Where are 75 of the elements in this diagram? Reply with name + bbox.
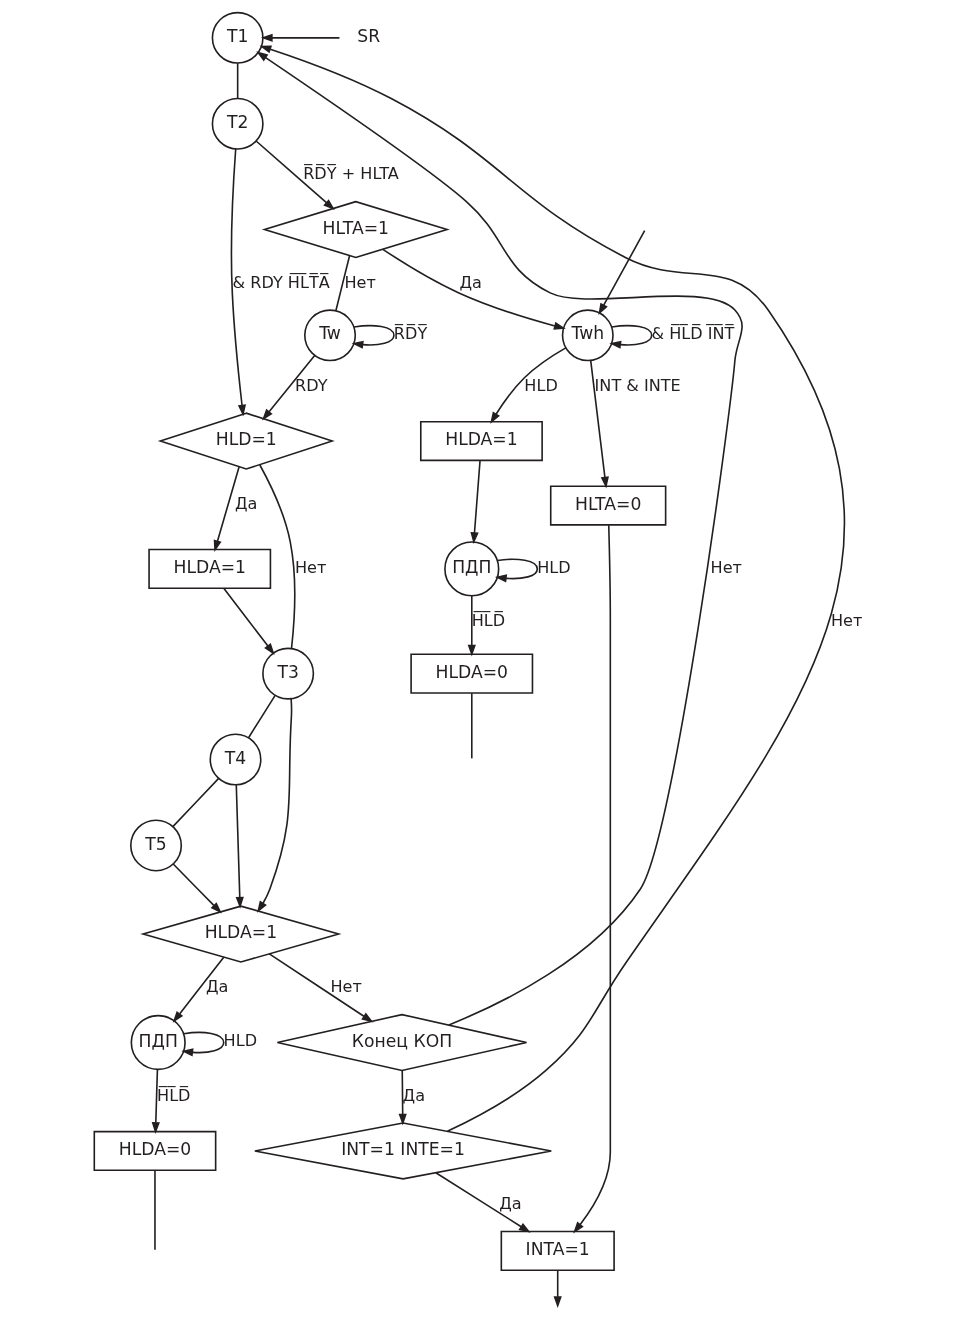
arrow (434, 1172, 531, 1233)
edge-label: HLD (523, 375, 558, 395)
node-box: HLTA=0 (549, 485, 666, 526)
node-box: HLDA=0 (93, 1130, 216, 1172)
edge-label: Да (498, 1193, 522, 1213)
node-circle: T5 (129, 819, 182, 872)
node-circle: Twh (561, 309, 614, 362)
node-box: INTA=1 (500, 1230, 615, 1271)
edge-label: Нет (329, 977, 362, 997)
edge-label: Нет (710, 557, 742, 577)
node-diamond: HLDA=1 (139, 905, 342, 963)
arrow (268, 953, 373, 1023)
arrow (398, 1069, 407, 1126)
edge-label: & H̅L̅D̅ I̅N̅T̅ (651, 324, 734, 344)
edge-label: Да (402, 1085, 425, 1105)
edge-label: Да (205, 977, 228, 997)
arrow (597, 229, 645, 315)
arrow (171, 863, 222, 914)
arrow (572, 524, 611, 1234)
node-diamond: HLD=1 (157, 412, 335, 470)
node-circle: T2 (211, 97, 264, 150)
edge-label: R̅D̅Y̅ + HLTA (302, 164, 399, 184)
arrow (254, 140, 335, 211)
edge-label: RDY (294, 375, 327, 395)
arrow (489, 347, 567, 424)
node-circle: T1 (211, 11, 264, 64)
arrow (494, 558, 538, 583)
arrow (222, 587, 275, 655)
arrow (351, 324, 395, 349)
node-circle: ПДП (130, 1014, 186, 1071)
edge-label: & RDY H̅L̅T̅A̅ (232, 272, 330, 292)
edge-label: INT & INTE (594, 375, 681, 395)
edge-label: R̅D̅Y̅ (393, 324, 427, 344)
connector (236, 62, 238, 100)
arrow (259, 45, 845, 1133)
arrow (589, 359, 609, 489)
node-text: SR (356, 25, 380, 46)
arrow (553, 1269, 562, 1308)
node-circle: T3 (261, 647, 314, 700)
arrow (234, 784, 244, 909)
node-circle: ПДП (443, 541, 499, 597)
arrow (151, 1068, 160, 1134)
connector (470, 692, 473, 760)
edge-label: H̅L̅D̅ (471, 610, 505, 630)
node-diamond: INT=1 INTE=1 (253, 1122, 552, 1180)
edge-label: Нет (294, 557, 326, 577)
connector (171, 777, 219, 828)
node-circle: T4 (208, 733, 262, 786)
arrow (261, 354, 315, 421)
node-box: HLDA=0 (409, 653, 533, 694)
arrow (608, 324, 652, 349)
edge-label: HLD (536, 557, 571, 577)
edge-label: H̅L̅D̅ (156, 1085, 190, 1105)
edge-label: Да (459, 272, 482, 292)
arrow (256, 698, 292, 913)
arrow (172, 956, 225, 1023)
edge-label: Нет (830, 610, 862, 630)
node-box: HLDA=1 (147, 548, 271, 590)
arrow (180, 1031, 225, 1057)
arrow (381, 248, 566, 330)
arrow (230, 148, 246, 417)
node-box: HLDA=1 (419, 420, 543, 462)
edge-label: HLD (223, 1031, 257, 1051)
edge-label: Да (234, 494, 257, 514)
arrow (467, 595, 476, 657)
connector (247, 694, 276, 739)
edge-label: Нет (343, 272, 376, 292)
connector (258, 464, 295, 650)
connector (334, 254, 350, 312)
arrow (255, 51, 743, 1026)
arrow (260, 33, 340, 42)
connector (153, 1169, 156, 1251)
node-circle: Tw (303, 309, 356, 362)
arrow (469, 459, 481, 545)
arrow (213, 466, 240, 552)
